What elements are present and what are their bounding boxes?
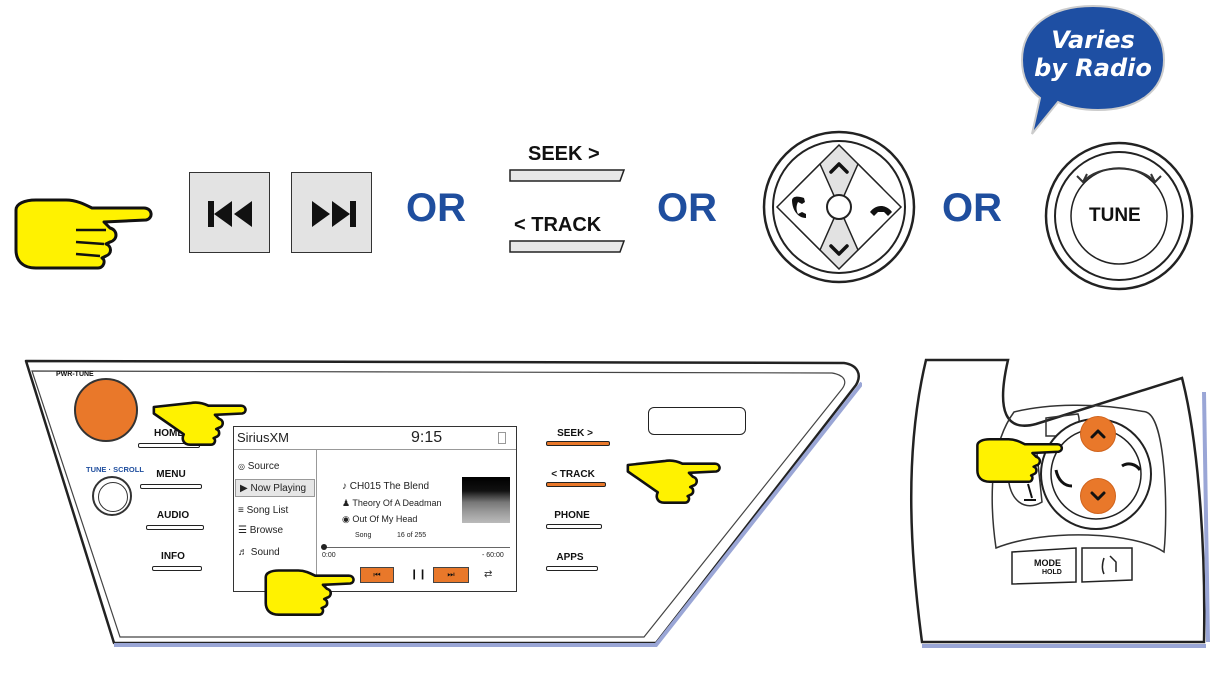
album-art — [462, 477, 510, 523]
tune-dial-label: TUNE — [1089, 205, 1141, 226]
track-bar-button[interactable] — [508, 239, 626, 255]
screen-prev-button[interactable]: ⏮ — [360, 567, 394, 583]
menu-button[interactable] — [140, 484, 202, 489]
note-icon: ♪ — [342, 481, 347, 492]
clock: 9:15 — [411, 429, 443, 446]
tune-scroll-knob[interactable] — [92, 476, 132, 516]
home-button-label: HOME — [154, 428, 184, 439]
song-label: Song — [355, 532, 372, 539]
track-hard-button[interactable] — [546, 482, 606, 487]
previous-track-button[interactable] — [189, 172, 270, 253]
shuffle-button[interactable]: ⇄ — [484, 569, 492, 580]
apps-button[interactable] — [546, 566, 598, 571]
artist-line: ♟ Theory Of A Deadman — [342, 498, 442, 508]
skip-back-icon: ⏮ — [373, 570, 381, 579]
skip-back-icon — [208, 201, 252, 227]
skip-forward-icon: ⏭ — [447, 570, 455, 579]
screen-menu: ◎ Source ▶ Now Playing ≡ Song List ☰ Bro… — [234, 449, 317, 591]
list-icon: ≡ — [238, 505, 244, 516]
skip-forward-icon — [312, 201, 356, 227]
seek-hard-button[interactable] — [546, 441, 610, 446]
menu-sound[interactable]: ♬ Sound — [238, 547, 280, 558]
tune-scroll-label: TUNE · SCROLL — [86, 465, 144, 474]
screen-pause-button[interactable]: ❙❙ — [410, 569, 427, 580]
steering-up-button[interactable] — [1080, 416, 1116, 452]
song-line: ◉ Out Of My Head — [342, 514, 418, 524]
pointing-hand-icon — [264, 569, 355, 616]
hold-label: HOLD — [1042, 569, 1062, 576]
song-index: 16 of 255 — [397, 532, 427, 539]
seek-bar-button[interactable] — [508, 168, 626, 184]
tune-dial[interactable] — [1043, 140, 1195, 292]
phone-button[interactable] — [546, 524, 602, 529]
menu-song-list[interactable]: ≡ Song List — [238, 505, 289, 516]
badge-line-1: Varies — [1051, 26, 1135, 54]
source-title: SiriusXM — [237, 430, 290, 445]
menu-now-playing[interactable]: ▶ Now Playing — [235, 479, 315, 497]
pointing-hand-icon — [626, 459, 721, 504]
menu-source[interactable]: ◎ Source — [238, 461, 280, 472]
touchscreen: SiriusXM 9:15 ◎ Source ▶ Now Playing ≡ S… — [233, 426, 517, 592]
source-icon: ◎ — [238, 462, 245, 471]
or-text-1: OR — [406, 186, 466, 230]
varies-by-radio-badge: Varies by Radio — [1018, 2, 1168, 138]
phone-button-label: PHONE — [554, 510, 590, 521]
pause-icon: ❙❙ — [410, 569, 427, 580]
remaining-time: - 60:00 — [482, 552, 504, 559]
screen-next-button[interactable]: ⏭ — [433, 567, 469, 583]
steering-wheel — [910, 358, 1210, 648]
audio-button[interactable] — [146, 525, 204, 530]
pwr-tune-knob[interactable] — [74, 378, 138, 442]
phone-status-icon — [498, 432, 506, 444]
info-button-label: INFO — [161, 551, 185, 562]
pwr-tune-label: PWR-TUNE — [56, 371, 94, 378]
disc-icon: ◉ — [342, 514, 350, 524]
speaker-icon: ♬ — [238, 547, 248, 558]
track-label: < TRACK — [514, 214, 602, 236]
progress-track[interactable] — [322, 547, 510, 548]
pointing-hand-icon — [6, 190, 156, 275]
or-text-2: OR — [657, 186, 717, 230]
channel-line: ♪ CH015 The Blend — [342, 481, 430, 492]
steering-down-button[interactable] — [1080, 478, 1116, 514]
track-button-label: < TRACK — [551, 469, 595, 480]
menu-button-label: MENU — [156, 469, 186, 480]
apps-button-label: APPS — [556, 552, 584, 563]
badge-line-2: by Radio — [1034, 54, 1152, 82]
chevron-up-icon — [1090, 429, 1106, 439]
pointing-hand-icon — [976, 438, 1063, 483]
chevron-down-icon — [1090, 491, 1106, 501]
next-track-button[interactable] — [291, 172, 372, 253]
steering-pad-control[interactable] — [762, 130, 916, 284]
or-text-3: OR — [942, 186, 1002, 230]
menu-browse[interactable]: ☰ Browse — [238, 525, 284, 536]
progress-handle[interactable] — [321, 544, 327, 550]
artist-icon: ♟ — [342, 498, 351, 508]
disc-slot — [648, 407, 746, 435]
mode-button-label: MODE — [1034, 558, 1061, 568]
play-circle-icon: ▶ — [240, 483, 248, 494]
info-button[interactable] — [152, 566, 202, 571]
audio-button-label: AUDIO — [156, 510, 190, 521]
browse-icon: ☰ — [238, 525, 247, 536]
seek-button-label: SEEK > — [557, 428, 593, 439]
elapsed-time: 0:00 — [322, 552, 336, 559]
shuffle-icon: ⇄ — [484, 569, 493, 580]
seek-label: SEEK > — [528, 143, 600, 165]
screen-header: SiriusXM 9:15 — [234, 427, 516, 450]
pointing-hand-icon — [152, 401, 247, 446]
